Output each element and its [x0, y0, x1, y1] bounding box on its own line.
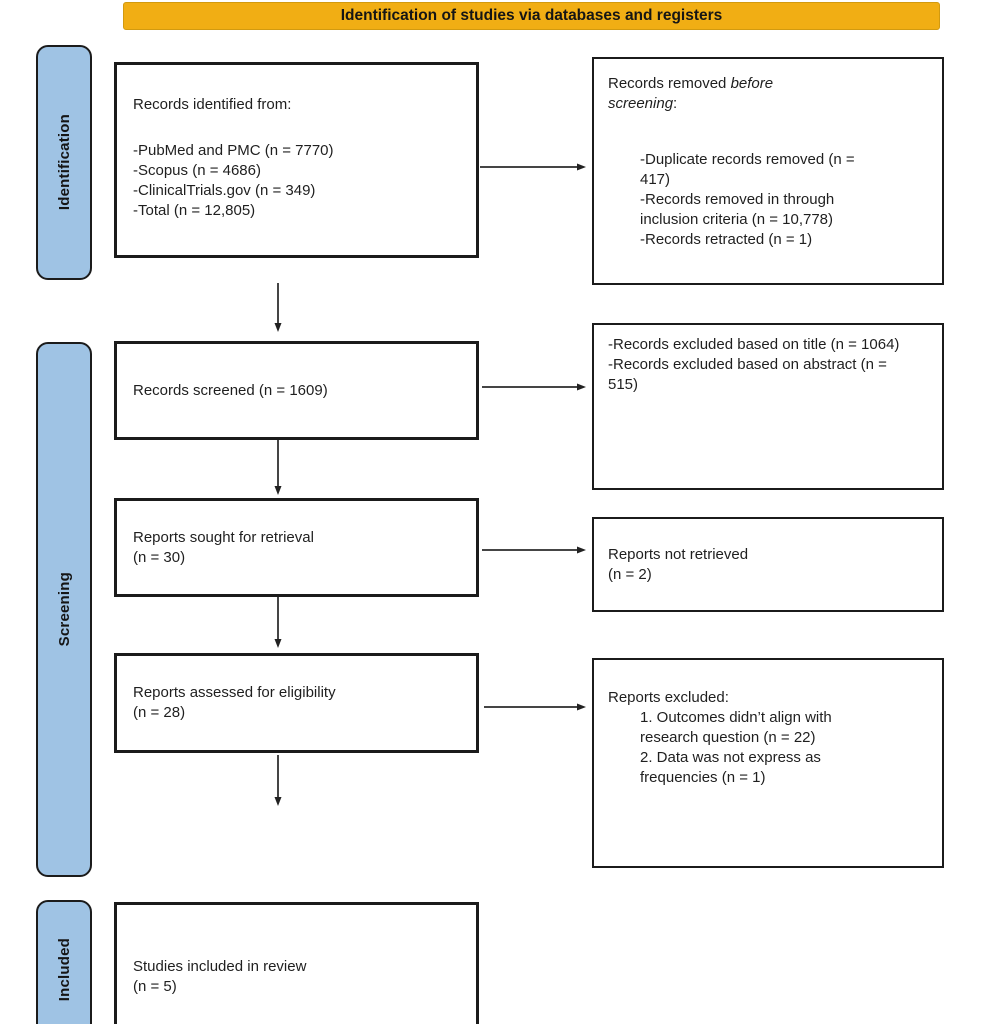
reports-not-retrieved-count: (n = 2): [608, 565, 652, 583]
excluded-by-abstract: -Records excluded based on abstract (n =…: [608, 356, 887, 393]
stage-label-identification: Identification: [36, 45, 92, 280]
reports-excluded-title: Reports excluded:: [608, 689, 729, 706]
records-retracted: -Records retracted (n = 1): [640, 231, 813, 248]
box-records-removed-before-screening: Records removed before screening: -Dupli…: [592, 57, 944, 285]
box-studies-included: Studies included in review (n = 5): [114, 902, 479, 1024]
excluded-by-title: -Records excluded based on title (n = 10…: [608, 336, 900, 353]
box-reports-sought: Reports sought for retrieval (n = 30): [114, 498, 479, 597]
excluded-reason-outcomes: 1. Outcomes didn’t align with research q…: [640, 709, 832, 746]
records-removed-title-italic: before screening: [608, 75, 774, 112]
reports-excluded-items: 1. Outcomes didn’t align with research q…: [640, 708, 930, 788]
box-records-excluded-screening: -Records excluded based on title (n = 10…: [592, 323, 944, 490]
removed-inclusion-criteria: -Records removed in through inclusion cr…: [640, 191, 835, 228]
source-pubmed-pmc: -PubMed and PMC (n = 7770): [133, 142, 334, 159]
records-removed-title: Records removed before screening:: [608, 74, 838, 114]
records-identified-items: -PubMed and PMC (n = 7770) -Scopus (n = …: [133, 141, 462, 221]
source-total: -Total (n = 12,805): [133, 202, 256, 219]
studies-included-count: (n = 5): [133, 978, 177, 995]
reports-assessed-line1: Reports assessed for eligibility: [133, 684, 336, 701]
stage-label-screening: Screening: [36, 342, 92, 877]
studies-included-line1: Studies included in review: [133, 958, 307, 975]
source-clinicaltrials: -ClinicalTrials.gov (n = 349): [133, 182, 316, 199]
reports-sought-line1: Reports sought for retrieval: [133, 528, 314, 546]
box-reports-not-retrieved: Reports not retrieved (n = 2): [592, 517, 944, 612]
box-records-screened: Records screened (n = 1609): [114, 341, 479, 440]
stage-label-included: Included: [36, 900, 92, 1024]
stage-label-screening-text: Screening: [55, 572, 73, 647]
records-removed-title-suffix: :: [673, 95, 678, 112]
reports-sought-count: (n = 30): [133, 548, 186, 566]
records-identified-title: Records identified from:: [133, 96, 292, 113]
duplicates-removed: -Duplicate records removed (n = 417): [640, 151, 855, 188]
excluded-reason-frequencies: 2. Data was not express as frequencies (…: [640, 749, 821, 786]
records-removed-items: -Duplicate records removed (n = 417) -Re…: [640, 150, 930, 250]
banner-title: Identification of studies via databases …: [123, 2, 940, 30]
reports-assessed-count: (n = 28): [133, 704, 186, 721]
box-reports-assessed: Reports assessed for eligibility (n = 28…: [114, 653, 479, 753]
stage-label-included-text: Included: [55, 938, 73, 1002]
stage-label-identification-text: Identification: [55, 114, 73, 211]
box-records-identified: Records identified from: -PubMed and PMC…: [114, 62, 479, 258]
reports-not-retrieved-line1: Reports not retrieved: [608, 545, 749, 563]
source-scopus: -Scopus (n = 4686): [133, 162, 261, 179]
box-reports-excluded: Reports excluded: 1. Outcomes didn’t ali…: [592, 658, 944, 868]
records-screened-text: Records screened (n = 1609): [133, 381, 328, 399]
records-removed-title-prefix: Records removed: [608, 75, 731, 92]
